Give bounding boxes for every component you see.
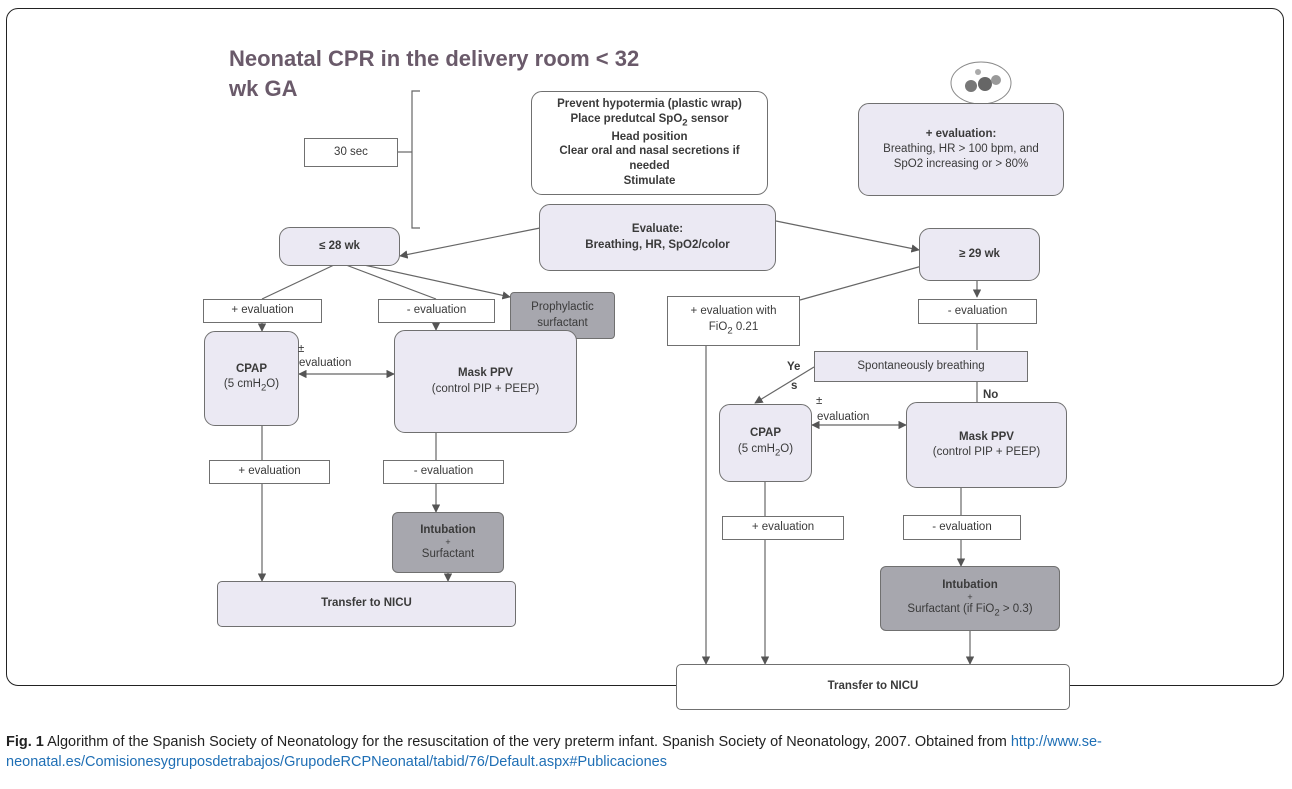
yes-label-b: s	[791, 380, 798, 392]
left-transfer-nicu-box: Transfer to NICU	[217, 581, 516, 627]
figure-number: Fig. 1	[6, 734, 44, 750]
right-pm-sign: ±	[816, 395, 823, 407]
right-intubation-box: Intubation + Surfactant (if FiO2 > 0.3)	[880, 566, 1060, 631]
step-stimulate: Stimulate	[623, 174, 676, 187]
right-mask-ppv-box: Mask PPV (control PIP + PEEP)	[906, 402, 1067, 488]
caption-text: Algorithm of the Spanish Society of Neon…	[43, 734, 1011, 750]
right-cpap-box: CPAP (5 cmH2O)	[719, 404, 812, 482]
right-positive-evaluation-fio2: + evaluation with FiO2 0.21	[667, 296, 800, 346]
step-clear-secretions: Clear oral and nasal secretions if neede…	[559, 145, 740, 173]
left-intubation-box: Intubation + Surfactant	[392, 512, 504, 573]
positive-evaluation-box: + evaluation: Breathing, HR > 100 bpm, a…	[858, 103, 1064, 196]
evaluate-box: Evaluate: Breathing, HR, SpO2/color	[539, 204, 776, 271]
diagram-title: Neonatal CPR in the delivery room < 32 w…	[229, 46, 640, 101]
ga-ge-29wk-box: ≥ 29 wk	[919, 228, 1040, 281]
yes-label-a: Ye	[787, 361, 801, 373]
right-negative-evaluation-2: - evaluation	[903, 515, 1021, 540]
right-pm-evaluation-label: evaluation	[817, 411, 870, 423]
ga-le-28wk-box: ≤ 28 wk	[279, 227, 400, 266]
left-pm-sign: ±	[298, 343, 305, 355]
left-negative-evaluation: - evaluation	[378, 299, 495, 323]
initial-steps-box: Prevent hypotermia (plastic wrap) Place …	[531, 91, 768, 195]
figure-frame	[6, 8, 1284, 686]
society-logo	[950, 61, 1012, 105]
left-positive-evaluation-2: + evaluation	[209, 460, 330, 484]
left-positive-evaluation: + evaluation	[203, 299, 322, 323]
left-cpap-box: CPAP (5 cmH2O)	[204, 331, 299, 426]
no-label: No	[983, 389, 999, 401]
right-cpap-pressure: (5 cmH2O)	[737, 442, 794, 458]
step-place-sensor: Place predutcal SpO2 sensor	[570, 113, 729, 129]
left-pm-evaluation-label: evaluation	[299, 357, 352, 369]
time-bracket	[411, 90, 420, 229]
figure-caption: Fig. 1 Algorithm of the Spanish Society …	[6, 733, 1286, 772]
right-transfer-nicu-box: Transfer to NICU	[676, 664, 1070, 710]
step-head-position: Head position	[611, 130, 688, 143]
spontaneously-breathing-box: Spontaneously breathing	[814, 351, 1028, 382]
right-negative-evaluation: - evaluation	[918, 299, 1037, 324]
left-cpap-pressure: (5 cmH2O)	[223, 378, 280, 394]
right-positive-evaluation-2: + evaluation	[722, 516, 844, 540]
caption-link[interactable]: http://www.se-neonatal.es/Comisionesygru…	[6, 734, 1102, 770]
time-box: 30 sec	[304, 138, 398, 167]
left-mask-ppv-box: Mask PPV (control PIP + PEEP)	[394, 330, 577, 433]
step-prevent-hypothermia: Prevent hypotermia (plastic wrap)	[557, 98, 742, 111]
left-negative-evaluation-2: - evaluation	[383, 460, 504, 484]
